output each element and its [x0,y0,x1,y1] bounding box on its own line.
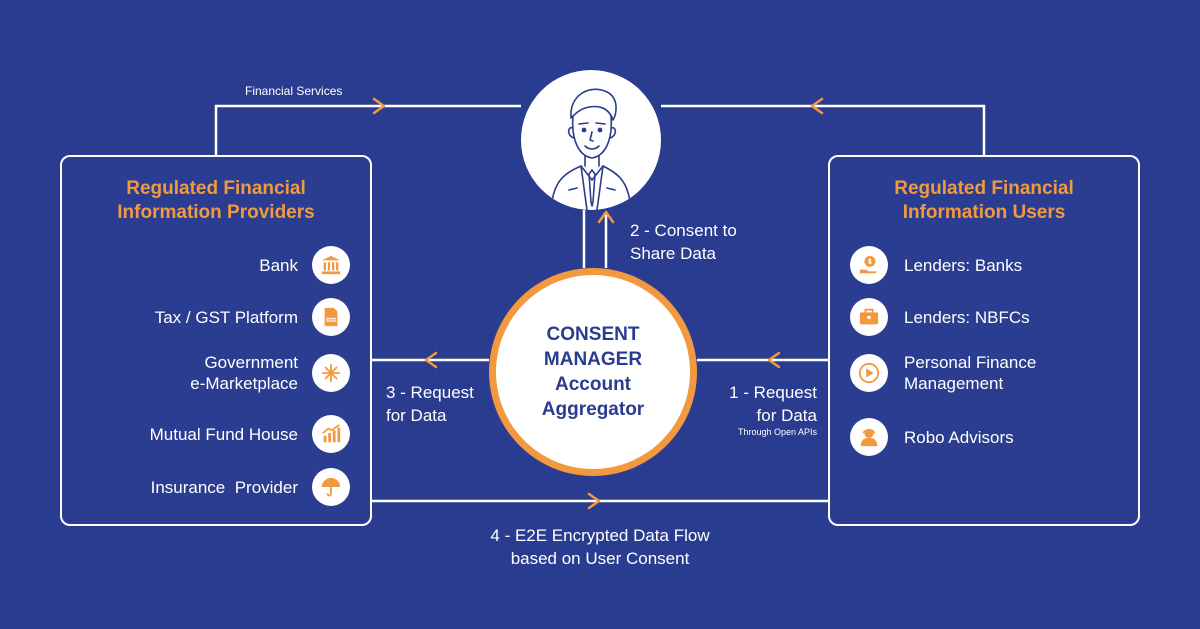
fiu-to-user-line [661,104,986,155]
arrow-left-icon [810,97,824,115]
arrow-left-icon [767,351,781,369]
arrow-right-icon [372,97,386,115]
financial-services-label: Financial Services [245,84,343,98]
consent-step-label: 2 - Consent to Share Data [630,221,737,263]
arrow-right-icon [587,492,601,510]
provider-mutual-fund: Mutual Fund House [150,414,350,454]
consent-manager-title-1: CONSENT [546,324,640,345]
users-title: Regulated Financial Information Users [894,178,1074,223]
request-fiu-label: 1 - Request for Data Through Open APIs [700,381,817,438]
consent-manager-title-2: MANAGER [543,349,643,370]
arrow-left-icon [424,351,438,369]
provider-tax-gst: Tax / GST Platform [155,297,350,337]
growth-chart-icon [312,415,350,453]
briefcase-icon [850,298,888,336]
money-hand-icon [850,246,888,284]
consent-manager-node: CONSENT MANAGER Account Aggregator [489,268,697,476]
data-flow-label: 4 - E2E Encrypted Data Flow based on Use… [490,526,710,568]
providers-title: Regulated Financial Information Provider… [117,178,315,223]
user-lenders-nbfcs: Lenders: NBFCs [850,297,1030,337]
provider-insurance: Insurance Provider [151,467,350,507]
request-fip-label: 3 - Request for Data [386,383,474,425]
provider-bank: Bank [259,245,350,285]
arrow-up-icon [597,210,615,224]
information-providers-panel: Regulated Financial Information Provider… [60,155,372,526]
information-users-panel: Regulated Financial Information Users Le… [828,155,1140,526]
marketplace-icon [312,354,350,392]
user-avatar [521,70,661,210]
businessman-icon [550,88,632,210]
account-aggregator-label-2: Aggregator [541,399,645,420]
play-icon [850,354,888,392]
open-apis-note: Through Open APIs [737,427,817,437]
tax-document-icon [312,298,350,336]
advisor-icon [850,418,888,456]
umbrella-icon [312,468,350,506]
user-lenders-banks: Lenders: Banks [850,245,1022,285]
user-robo-advisors: Robo Advisors [850,417,1014,457]
financial-services-line [214,104,521,155]
bank-icon [312,246,350,284]
account-aggregator-label-1: Account [555,374,631,395]
